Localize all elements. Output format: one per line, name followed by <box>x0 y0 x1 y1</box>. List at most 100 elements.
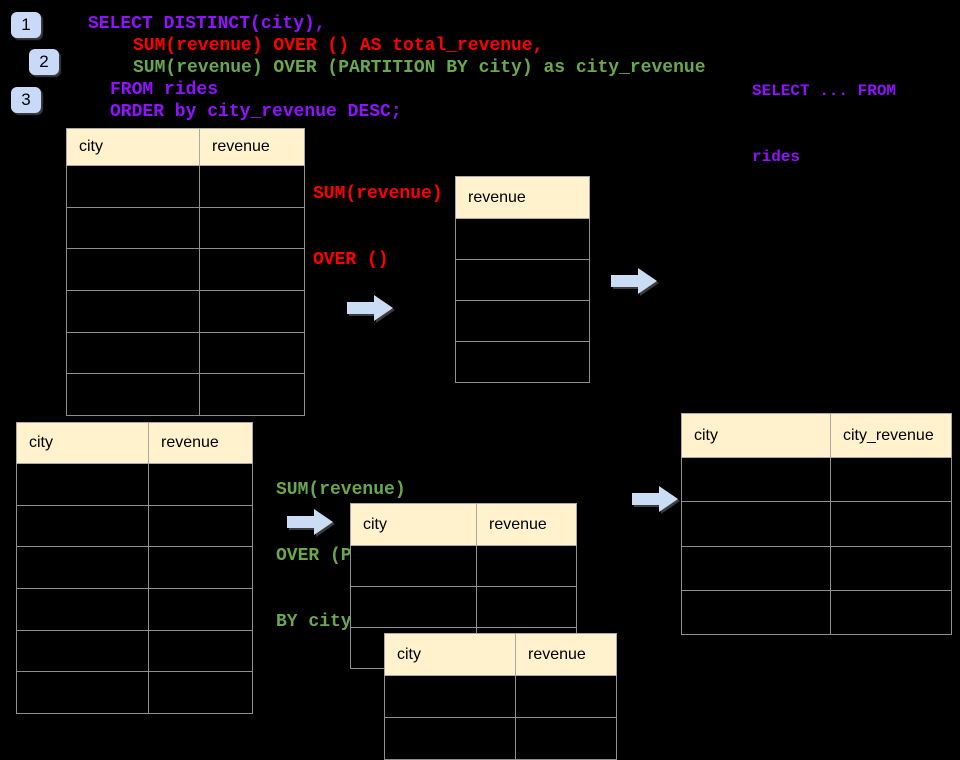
table-row <box>681 501 952 547</box>
empty-cell <box>66 290 200 333</box>
column-header-revenue: revenue <box>455 176 590 219</box>
empty-cell <box>455 300 590 342</box>
empty-cell <box>66 331 200 375</box>
right-arrow-icon <box>287 509 333 535</box>
empty-cell <box>199 248 305 292</box>
step-badge-3: 3 <box>11 87 41 113</box>
empty-cell <box>66 373 200 417</box>
table-row <box>66 290 305 333</box>
table-row <box>455 259 590 301</box>
column-header-city: city <box>16 422 149 464</box>
sql-line-from: FROM rides <box>110 80 219 100</box>
column-header-revenue: revenue <box>515 633 617 676</box>
sql-line-order-by: ORDER by city_revenue DESC; <box>110 102 402 122</box>
empty-cell <box>384 717 516 760</box>
table-row <box>66 331 305 375</box>
table-row <box>681 545 952 591</box>
column-header-city: city <box>384 633 516 676</box>
empty-cell <box>681 501 831 547</box>
table-row <box>66 248 305 292</box>
table-row <box>16 629 253 673</box>
table-row <box>350 586 577 628</box>
empty-cell <box>681 589 831 636</box>
empty-cell <box>199 290 305 333</box>
table-total-revenue: revenue <box>455 176 590 383</box>
empty-cell <box>148 671 253 715</box>
empty-cell <box>148 629 253 673</box>
table-row <box>455 300 590 342</box>
column-header-revenue: revenue <box>199 128 305 166</box>
right-arrow-icon <box>632 486 678 512</box>
table-row <box>16 588 253 631</box>
empty-cell <box>476 586 577 628</box>
empty-cell <box>16 588 149 631</box>
slide-canvas: 1 2 3 SELECT DISTINCT(city), SUM(revenue… <box>11 12 952 760</box>
annotation-over-all-line-2: OVER () <box>313 250 389 270</box>
table-row <box>16 504 253 548</box>
sql-line-select-distinct: SELECT DISTINCT(city), <box>88 14 326 34</box>
empty-cell <box>455 218 590 260</box>
table-row <box>681 456 952 503</box>
empty-cell <box>16 463 149 506</box>
column-header-city: city <box>66 128 200 166</box>
annotation-over-all: SUM(revenue) OVER () <box>313 139 443 315</box>
column-header-revenue: revenue <box>476 503 577 546</box>
empty-cell <box>148 463 253 506</box>
table-row <box>16 671 253 715</box>
empty-cell <box>681 545 831 591</box>
table-row <box>350 545 577 587</box>
empty-cell <box>455 259 590 301</box>
empty-cell <box>16 671 149 715</box>
empty-cell <box>830 456 952 503</box>
empty-cell <box>148 504 253 548</box>
table-row <box>384 675 617 718</box>
column-header-city: city <box>350 503 477 546</box>
step-badge-2: 2 <box>29 49 59 75</box>
table-row <box>66 165 305 208</box>
table-row <box>66 373 305 417</box>
annotation-over-partition-line-3: BY city) <box>276 612 363 632</box>
table-row <box>455 341 590 383</box>
column-header-city: city <box>681 413 831 458</box>
empty-cell <box>148 588 253 631</box>
annotation-over-all-line-1: SUM(revenue) <box>313 184 443 204</box>
side-note-line-2: rides <box>752 148 801 166</box>
column-header-city_revenue: city_revenue <box>830 413 952 458</box>
right-arrow-icon <box>611 268 657 294</box>
table-row <box>384 717 617 760</box>
side-note-select-from-rides: SELECT ... FROM rides <box>752 36 896 212</box>
empty-cell <box>515 717 617 760</box>
empty-cell <box>66 206 200 250</box>
empty-cell <box>199 331 305 375</box>
empty-cell <box>515 675 617 718</box>
annotation-over-partition-line-1: SUM(revenue) <box>276 480 406 500</box>
empty-cell <box>16 629 149 673</box>
empty-cell <box>830 501 952 547</box>
empty-cell <box>16 546 149 590</box>
table-row <box>455 218 590 260</box>
empty-cell <box>350 545 477 587</box>
empty-cell <box>199 165 305 208</box>
empty-cell <box>199 206 305 250</box>
header-row: revenue <box>455 176 590 219</box>
empty-cell <box>66 248 200 292</box>
empty-cell <box>66 165 200 208</box>
empty-cell <box>199 373 305 417</box>
empty-cell <box>384 675 516 718</box>
side-note-line-1: SELECT ... FROM <box>752 82 897 100</box>
table-row <box>681 589 952 636</box>
table-row <box>16 546 253 590</box>
empty-cell <box>148 546 253 590</box>
column-header-revenue: revenue <box>148 422 253 464</box>
empty-cell <box>681 456 831 503</box>
empty-cell <box>455 341 590 383</box>
